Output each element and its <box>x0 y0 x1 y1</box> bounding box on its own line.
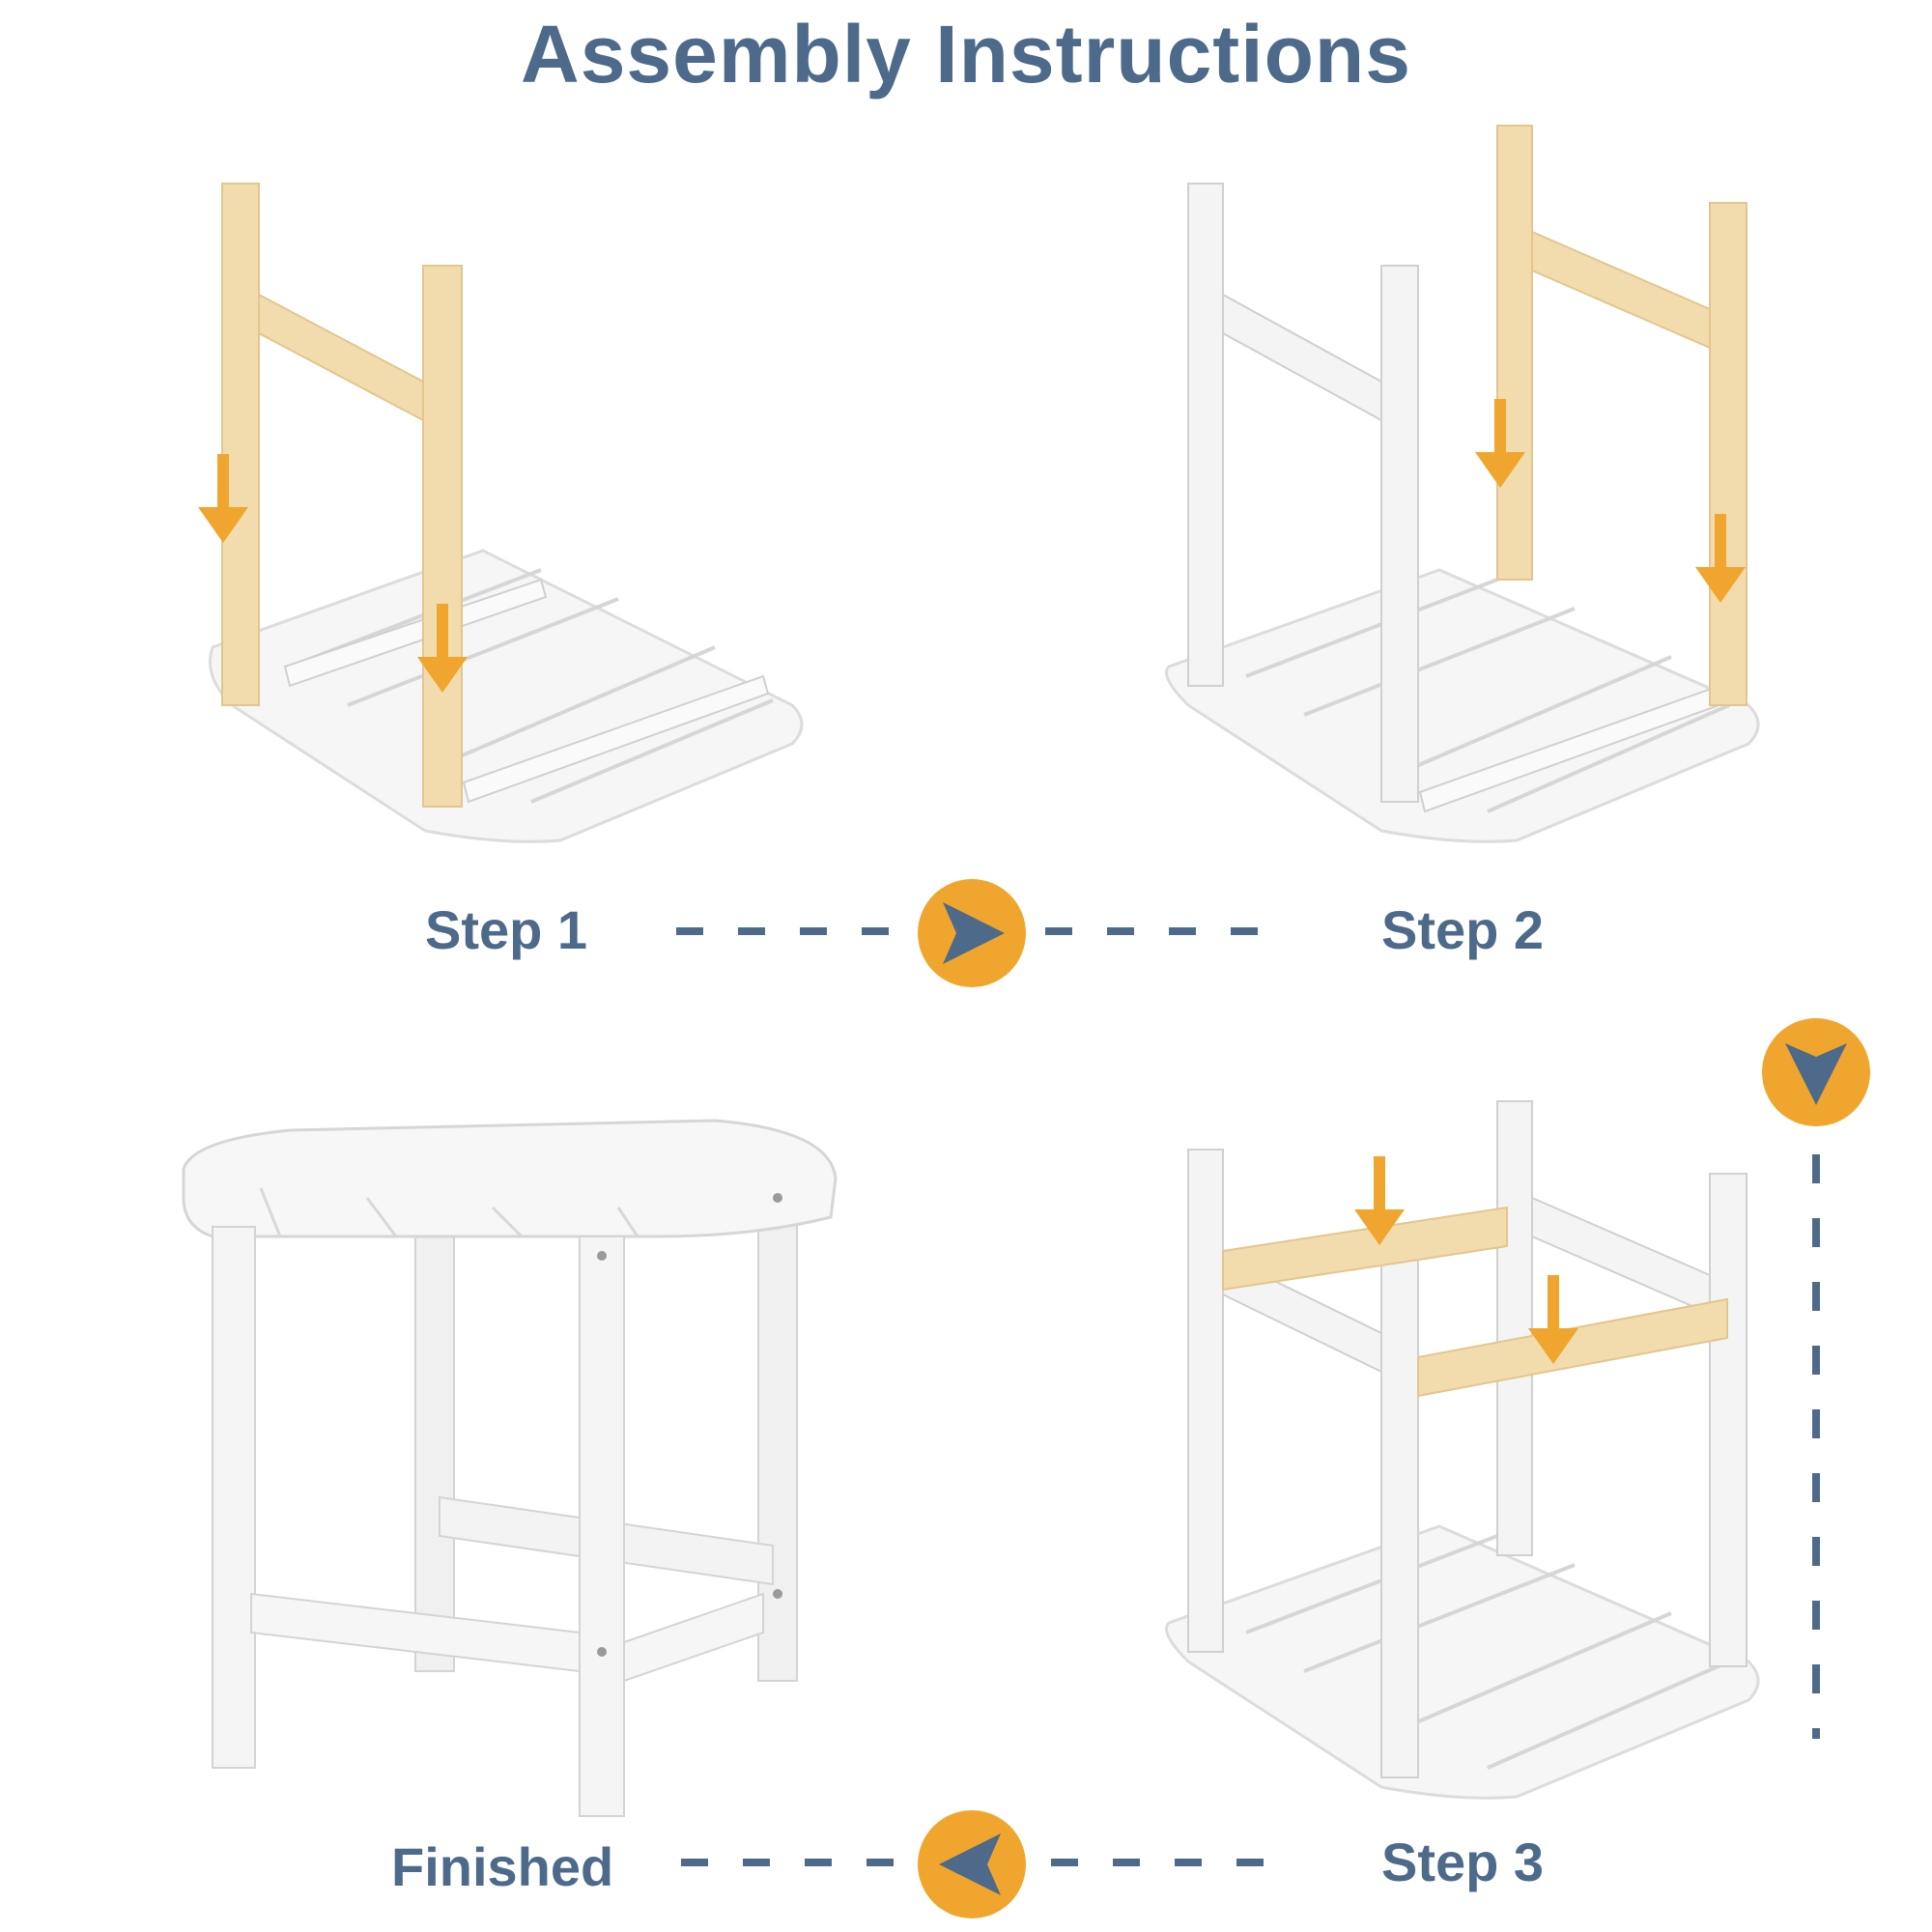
wood-leg-back <box>1496 125 1533 581</box>
arrow-down-icon <box>1762 1018 1870 1126</box>
step2-label: Step 2 <box>1381 899 1545 960</box>
down-arrow-icon <box>1695 514 1746 603</box>
tabletop <box>209 549 804 843</box>
wood-stretcher <box>1531 230 1711 350</box>
page-title: Assembly Instructions <box>521 9 1411 99</box>
finished-table-illustration <box>174 1092 850 1826</box>
wood-leg-front <box>1709 202 1747 706</box>
step1-label: Step 1 <box>425 899 588 960</box>
wood-stretcher <box>1222 1206 1508 1292</box>
front-left-leg <box>212 1226 256 1769</box>
tabletop <box>1165 568 1760 843</box>
down-arrow-icon <box>1528 1275 1578 1364</box>
down-arrow-icon <box>1354 1156 1405 1245</box>
white-leg-back <box>1187 183 1224 687</box>
arrow-right-icon <box>918 879 1026 987</box>
down-arrow-icon <box>198 454 248 543</box>
tabletop <box>1165 1524 1760 1800</box>
step2-illustration <box>1150 116 1787 850</box>
tabletop <box>182 1119 838 1238</box>
arrow-left-icon <box>918 1810 1026 1918</box>
down-arrow-icon <box>1475 399 1525 488</box>
step3-illustration <box>1150 1082 1787 1826</box>
finished-label: Finished <box>391 1836 614 1897</box>
step1-illustration <box>193 164 831 850</box>
down-arrow-icon <box>417 604 468 693</box>
wood-leg-back <box>221 183 260 706</box>
step3-label: Step 3 <box>1381 1832 1545 1892</box>
wood-stretcher <box>258 293 424 422</box>
wood-leg-front <box>422 265 463 808</box>
front-right-leg <box>579 1236 625 1817</box>
white-leg-front <box>1380 265 1419 803</box>
wood-stretcher <box>1417 1297 1728 1398</box>
